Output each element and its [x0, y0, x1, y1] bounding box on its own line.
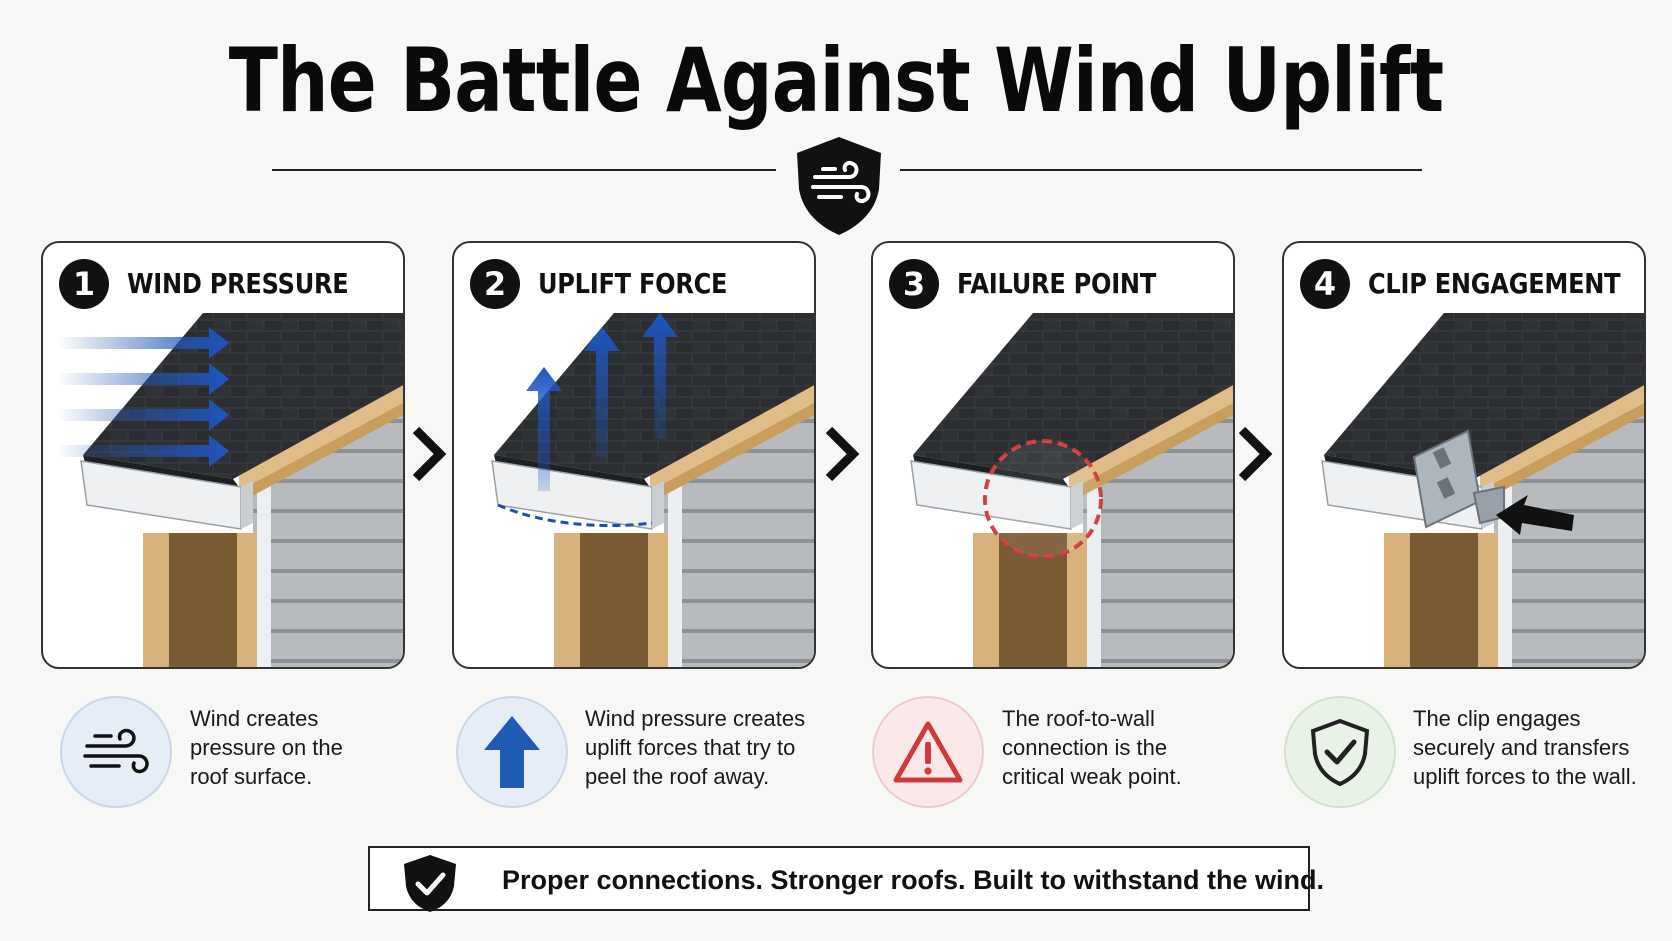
failure-point-illustration: [910, 312, 1233, 667]
footer-text: Proper connections. Stronger roofs. Buil…: [502, 865, 1325, 895]
shield-wind-icon: [797, 137, 881, 235]
step-description: The clip engages securely and transfers …: [1413, 706, 1637, 789]
wind-icon: [60, 696, 172, 808]
step-title: UPLIFT FORCE: [538, 267, 728, 300]
step-number-badge: 3: [889, 259, 939, 309]
step-number-badge: 1: [59, 259, 109, 309]
page-title: The Battle Against Wind Uplift: [228, 29, 1444, 132]
step-description: The roof-to-wall connection is the criti…: [1002, 706, 1182, 789]
shield-check-icon: [1284, 696, 1396, 808]
step-title: WIND PRESSURE: [127, 267, 349, 300]
footer-banner: Proper connections. Stronger roofs. Buil…: [368, 846, 1324, 912]
step-description: Wind pressure creates uplift forces that…: [585, 706, 806, 789]
step-panel-clip-engagement: 4 CLIP ENGAGEMENT: [1282, 241, 1646, 669]
uplift-force-illustration: [491, 312, 814, 667]
step-description: Wind creates pressure on the roof surfac…: [190, 706, 343, 789]
uplift-arrows: [526, 313, 678, 491]
wind-arrows: [57, 327, 229, 467]
step-panel-failure-point: 3 FAILURE POINT: [871, 241, 1235, 669]
chevron-right-icon: [1238, 426, 1273, 482]
up-arrow-icon: [456, 696, 568, 808]
chevron-right-icon: [412, 426, 447, 482]
step-title: FAILURE POINT: [957, 267, 1157, 300]
title-divider-right: [900, 169, 1422, 171]
shield-check-icon: [404, 855, 456, 912]
clip-engagement-illustration: [1321, 312, 1644, 667]
step-title: CLIP ENGAGEMENT: [1368, 267, 1621, 300]
warning-icon: [872, 696, 984, 808]
wind-pressure-illustration: [57, 312, 403, 667]
title-divider-left: [272, 169, 776, 171]
step-number-badge: 2: [470, 259, 520, 309]
chevron-right-icon: [825, 426, 860, 482]
step-panel-uplift-force: 2 UPLIFT FORCE: [452, 241, 816, 669]
step-panel-wind-pressure: 1 WIND PRESSURE: [41, 241, 405, 669]
step-number-badge: 4: [1300, 259, 1350, 309]
